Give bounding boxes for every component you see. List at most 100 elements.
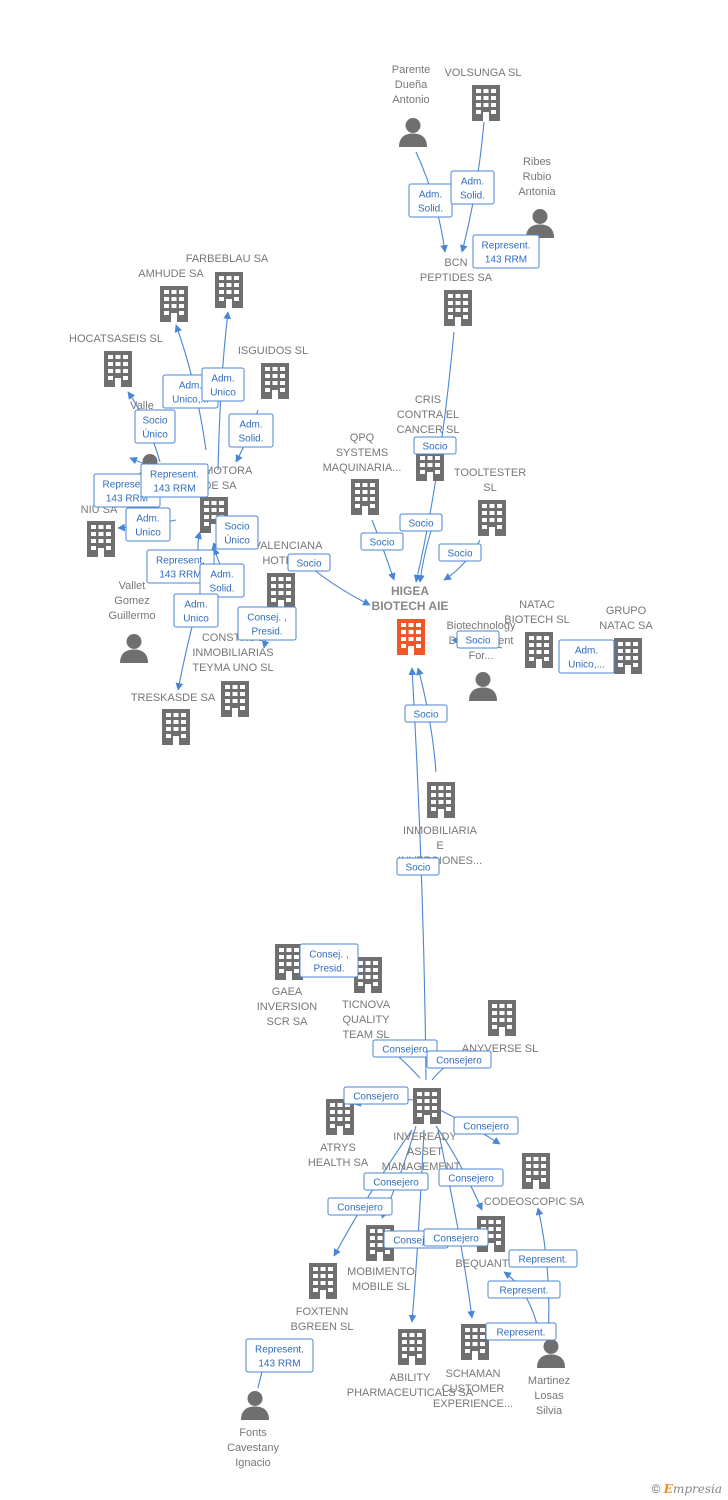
relationship-label-text: Adm. — [211, 374, 234, 385]
relationship-label[interactable]: Represent.143 RRM — [140, 463, 209, 498]
node-label: DE SA — [203, 480, 237, 492]
relationship-label-box — [173, 593, 219, 628]
relationship-label[interactable]: Adm.Unico — [173, 593, 219, 628]
relationship-label[interactable]: Socio — [438, 543, 482, 562]
relationship-label[interactable]: Consej. ,Presid. — [237, 606, 297, 641]
relationship-label-text: Socio — [224, 522, 249, 533]
relationship-label[interactable]: Socio — [396, 857, 440, 876]
node-codeoscopic[interactable]: CODEOSCOPIC SA — [484, 1153, 585, 1208]
node-ability[interactable]: ABILITY PHARMACEUTICALS SA — [347, 1329, 474, 1399]
node-schaman[interactable]: SCHAMANCUSTOMEREXPERIENCE... — [433, 1324, 513, 1410]
relationship-label-box — [404, 704, 448, 723]
relationship-label[interactable]: Consejero — [372, 1039, 438, 1058]
node-bequant[interactable]: BEQUANT — [455, 1216, 509, 1270]
node-treskasde[interactable]: TRESKASDE SA — [131, 692, 216, 745]
node-anyverse[interactable]: ANYVERSE SL — [462, 1000, 538, 1055]
relationship-label[interactable]: Socio — [404, 704, 448, 723]
relationship-label[interactable]: Socio — [413, 436, 457, 455]
node-label: Martinez — [528, 1375, 570, 1387]
node-amhude[interactable]: AMHUDE SA — [138, 268, 204, 322]
relationship-label[interactable]: Represent. — [508, 1249, 578, 1268]
node-qpq[interactable]: QPQSYSTEMSMAQUINARIA... — [323, 432, 402, 515]
building-icon — [472, 85, 500, 121]
relationship-label[interactable]: Represent.143 RRM — [245, 1338, 314, 1373]
relationship-label[interactable]: Consejero — [453, 1116, 519, 1135]
relationship-label[interactable]: Socio — [287, 553, 331, 572]
relationship-label-text: Represent. — [482, 241, 531, 252]
relationship-label[interactable]: Adm.Unico — [201, 367, 245, 402]
relationship-label[interactable]: Adm.Solid. — [450, 170, 495, 205]
relationship-label[interactable]: Represent. — [485, 1322, 557, 1341]
relationship-edge — [408, 667, 427, 1081]
relationship-label-box — [438, 1168, 504, 1187]
node-isguidos[interactable]: ISGUIDOS SL — [238, 345, 308, 399]
relationship-label-text: Unico — [135, 528, 161, 539]
relationship-label[interactable]: Consej. ,Presid. — [299, 943, 359, 978]
relationship-label[interactable]: Represent. — [487, 1280, 561, 1299]
node-label: ABILITY — [390, 1372, 432, 1384]
relationship-label[interactable]: Represent.143 RRM — [146, 549, 215, 584]
node-label: TEYMA UNO SL — [192, 662, 273, 674]
relationship-label[interactable]: Consejero — [438, 1168, 504, 1187]
node-inmobiliaria[interactable]: INMOBILIARIAEINVERSIONES... — [398, 782, 482, 867]
node-farbeblau[interactable]: FARBEBLAU SA — [186, 253, 269, 308]
node-label: BIOTECH SL — [504, 614, 569, 626]
relationship-label-text: Adm. — [184, 600, 207, 611]
relationship-label[interactable]: Consejero — [327, 1197, 393, 1216]
relationship-label[interactable]: Adm.Unico — [125, 507, 171, 542]
node-label: FOXTENN — [296, 1306, 349, 1318]
relationship-label[interactable]: Adm.Solid. — [228, 413, 274, 448]
relationship-label-text: Socio — [408, 519, 433, 530]
relationship-label[interactable]: Consejero — [423, 1228, 489, 1247]
relationship-label[interactable]: Socio — [360, 532, 404, 551]
node-label: HEALTH SA — [308, 1157, 369, 1169]
node-label: Gomez — [114, 595, 149, 607]
node-label: PEPTIDES SA — [420, 272, 493, 284]
node-hocatsaseis[interactable]: HOCATSASEIS SL — [69, 333, 163, 387]
relationship-label[interactable]: Represent.143 RRM — [472, 234, 540, 269]
node-volsunga[interactable]: VOLSUNGA SL — [444, 67, 522, 121]
relationship-label-text: Consejero — [463, 1122, 509, 1133]
relationship-label-box — [287, 553, 331, 572]
person-icon — [399, 118, 427, 147]
empresia-logo[interactable]: © Empresia — [652, 1482, 722, 1496]
node-hoteles[interactable]: VALENCIANAHOTELES — [254, 540, 324, 609]
relationship-label[interactable]: Adm.Solid. — [408, 183, 453, 218]
relationship-label-text: Consejero — [353, 1092, 399, 1103]
node-label: PHARMACEUTICALS SA — [347, 1387, 474, 1399]
node-niu[interactable]: NIU SA — [81, 504, 118, 557]
node-label: TEAM SL — [342, 1029, 389, 1041]
relationship-label[interactable]: Adm.Unico,... — [558, 639, 615, 674]
relationship-label[interactable]: Consejero — [363, 1172, 429, 1191]
relationship-label[interactable]: Socio — [456, 630, 500, 649]
relationship-label[interactable]: Socio — [399, 513, 443, 532]
relationship-label[interactable]: Consejero — [343, 1086, 409, 1105]
relationship-label[interactable]: Consejero — [426, 1050, 492, 1069]
person-icon — [526, 209, 554, 238]
relationship-label-box — [413, 436, 457, 455]
relationship-label-text: Socio — [296, 559, 321, 570]
relationship-label-text: Socio — [405, 863, 430, 874]
node-label: SYSTEMS — [336, 447, 389, 459]
relationship-label[interactable]: Adm.Solid. — [199, 563, 245, 598]
relationship-label-box — [372, 1039, 438, 1058]
